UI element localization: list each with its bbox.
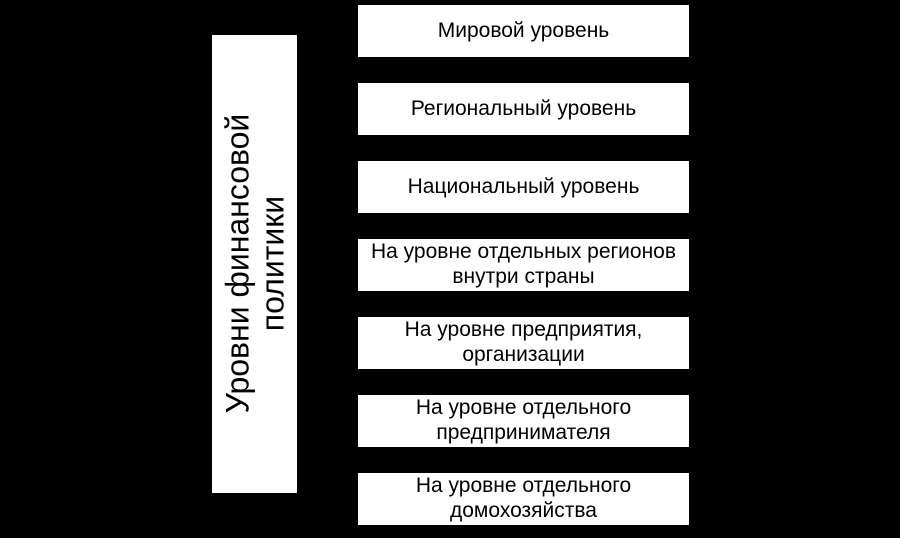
level-box-enterprise: На уровне предприятия, организации: [358, 317, 689, 369]
level-box-household: На уровне отдельного домохозяйства: [358, 473, 689, 525]
level-box-country-regions: На уровне отдельных регионов внутри стра…: [358, 239, 689, 291]
level-label: На уровне предприятия, организации: [404, 318, 643, 366]
level-label: Региональный уровень: [410, 96, 637, 120]
level-box-world: Мировой уровень: [358, 5, 689, 57]
side-label-box: Уровни финансовой политики: [212, 35, 297, 493]
level-label: На уровне отдельного предпринимателя: [415, 396, 632, 444]
level-label: Национальный уровень: [407, 174, 640, 198]
level-label: На уровне отдельных регионов внутри стра…: [370, 240, 677, 288]
levels-column: Мировой уровень Региональный уровень Нац…: [358, 5, 689, 525]
level-box-national: Национальный уровень: [358, 161, 689, 213]
side-label: Уровни финансовой политики: [218, 114, 290, 414]
level-label: Мировой уровень: [437, 18, 610, 42]
level-label: На уровне отдельного домохозяйства: [415, 474, 632, 522]
level-box-entrepreneur: На уровне отдельного предпринимателя: [358, 395, 689, 447]
level-box-regional: Региональный уровень: [358, 83, 689, 135]
